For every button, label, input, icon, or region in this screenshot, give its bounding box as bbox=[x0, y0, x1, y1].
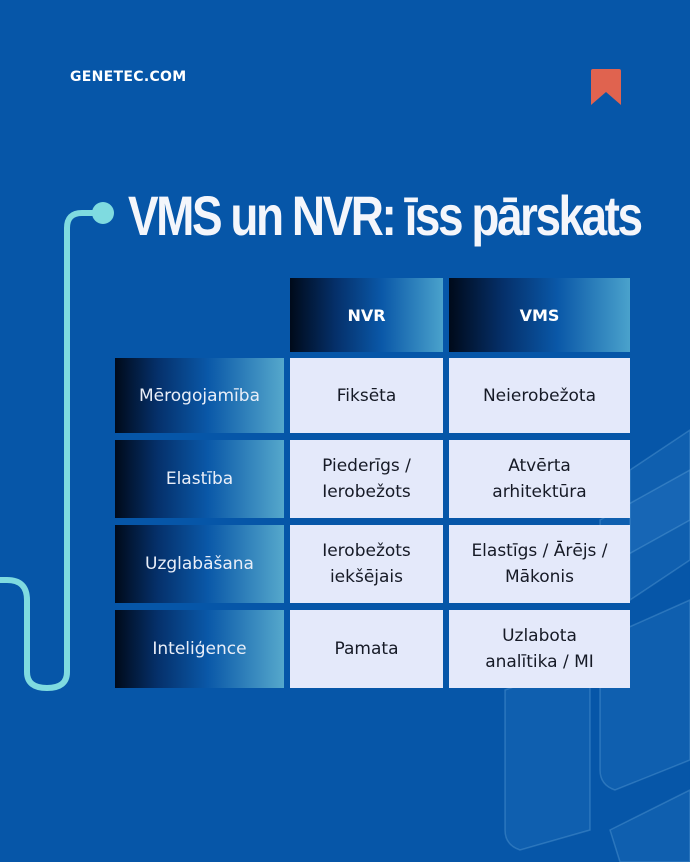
cell-text: Pamata bbox=[334, 639, 399, 659]
row-label-storage: Uzglabāšana bbox=[115, 525, 284, 603]
cell-text: Elastīgs / Ārējs / Mākonis bbox=[471, 541, 608, 587]
cell-text: Ierobežots iekšējais bbox=[322, 541, 411, 587]
cell-vms-scalability: Neierobežota bbox=[449, 358, 630, 433]
cell-nvr-storage: Ierobežots iekšējais bbox=[290, 525, 443, 603]
cell-nvr-flexibility: Piederīgs / Ierobežots bbox=[290, 440, 443, 518]
cell-vms-flexibility: Atvērta arhitektūra bbox=[449, 440, 630, 518]
row-label-intelligence: Inteliģence bbox=[115, 610, 284, 688]
cell-text: Fiksēta bbox=[336, 385, 397, 406]
cell-nvr-intelligence: Pamata bbox=[290, 610, 443, 688]
cell-vms-intelligence: Uzlabota analītika / MI bbox=[449, 610, 630, 688]
bookmark-icon[interactable] bbox=[591, 69, 621, 105]
cell-text: Uzlabota analītika / MI bbox=[485, 626, 594, 672]
column-header-nvr: NVR bbox=[290, 278, 443, 352]
brand-website-label: GENETEC.COM bbox=[70, 69, 187, 85]
cell-text: Atvērta arhitektūra bbox=[492, 456, 587, 502]
cell-text: Neierobežota bbox=[482, 385, 597, 406]
cell-nvr-scalability: Fiksēta bbox=[290, 358, 443, 433]
column-header-vms: VMS bbox=[449, 278, 630, 352]
cell-text: Piederīgs / Ierobežots bbox=[322, 456, 411, 502]
row-label-scalability: Mērogojamība bbox=[115, 358, 284, 433]
page-title: VMS un NVR: īss pārskats bbox=[128, 184, 643, 247]
row-label-flexibility: Elastība bbox=[115, 440, 284, 518]
cell-vms-storage: Elastīgs / Ārējs / Mākonis bbox=[449, 525, 630, 603]
connector-dot-icon bbox=[92, 202, 114, 224]
